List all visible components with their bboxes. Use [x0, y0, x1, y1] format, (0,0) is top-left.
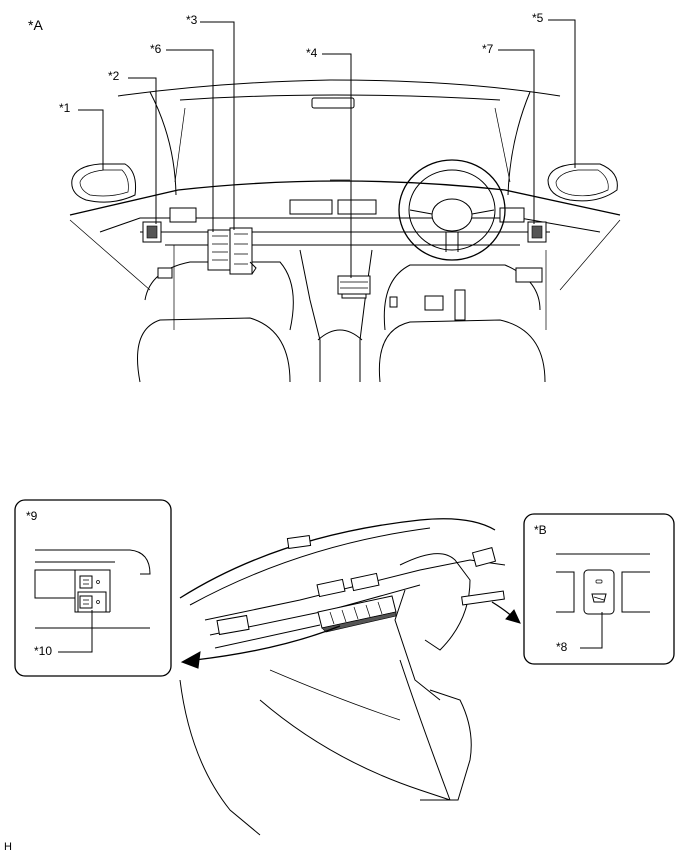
brake-pedal — [424, 295, 444, 311]
inset-b-panel: *B *8 — [523, 513, 675, 665]
right-air-vent — [499, 207, 525, 223]
dash-vent-right — [350, 572, 380, 592]
inset-9-frame — [14, 499, 172, 677]
callout-6: *6 — [150, 42, 162, 56]
dashboard-perspective-view — [179, 518, 521, 836]
steering-wheel — [398, 159, 506, 261]
callout-10: *10 — [34, 644, 52, 658]
junction-block-assembly — [207, 227, 257, 275]
view-b-label: *B — [534, 523, 547, 537]
left-door-mirror — [71, 163, 136, 203]
view-a-label: *A — [28, 17, 43, 33]
part-4-center-ecu — [337, 275, 371, 299]
callout-9: *9 — [26, 509, 38, 523]
callout-3: *3 — [186, 13, 198, 27]
part-6-junction-block — [207, 229, 233, 271]
accelerator-pedal — [454, 289, 466, 321]
callout-2: *2 — [108, 69, 120, 83]
center-display — [289, 199, 333, 215]
callout-4: *4 — [306, 46, 318, 60]
part-3-relay-block — [229, 227, 253, 275]
callout-1: *1 — [59, 101, 71, 115]
inset-9-switch-lower — [79, 595, 93, 609]
center-switch-panel — [317, 595, 397, 633]
footer-code: H — [4, 841, 12, 853]
right-switch-strip — [461, 590, 505, 606]
arrow-to-view-9 — [194, 625, 341, 661]
callout-5: *5 — [532, 11, 544, 25]
interior-overview-view: *A — [28, 11, 621, 383]
part-8-wiper-switch — [583, 569, 615, 615]
wiper-icon — [591, 593, 607, 603]
callout-8: *8 — [556, 640, 568, 654]
right-door-mirror — [547, 163, 618, 202]
rear-view-mirror — [311, 97, 355, 109]
dash-vent-left — [316, 578, 346, 598]
power-window-switch — [515, 267, 543, 283]
inset-9-panel: *9 *10 — [14, 499, 172, 677]
callout-7: *7 — [482, 42, 494, 56]
left-air-vent — [169, 207, 197, 223]
inset-9-display — [34, 569, 76, 599]
inset-9-switch-upper — [79, 575, 93, 589]
